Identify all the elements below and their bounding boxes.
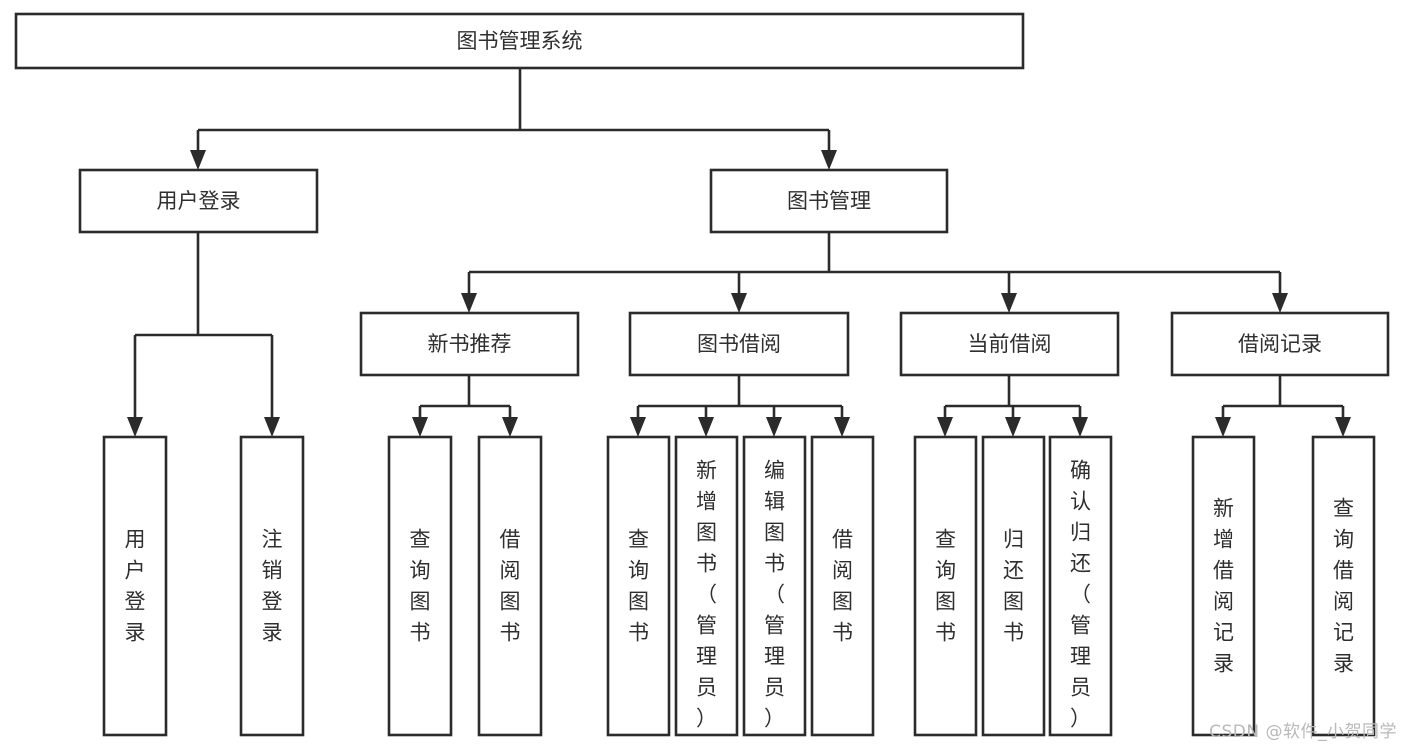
node-label: 查询图书 [935, 527, 956, 644]
node-leaf-query-book-2[interactable]: 查询图书 [606, 435, 671, 737]
arrow-head-icon [630, 417, 646, 437]
connector-group [937, 375, 1088, 437]
arrow-head-icon [1335, 417, 1351, 437]
node-leaf-borrow-book-1[interactable]: 借阅图书 [477, 435, 543, 737]
node-leaf-add-record[interactable]: 新增借阅记录 [1191, 435, 1256, 737]
node-label: 查询图书 [410, 527, 431, 644]
node-leaf-logout[interactable]: 注销登录 [239, 435, 305, 737]
node-root[interactable]: 图书管理系统 [14, 12, 1025, 70]
node-box [674, 435, 739, 737]
connector-layer [127, 68, 1351, 437]
node-leaf-edit-book[interactable]: 编辑图书（管理员） [742, 435, 807, 737]
arrow-head-icon [834, 417, 850, 437]
node-leaf-borrow-book-2[interactable]: 借阅图书 [810, 435, 875, 737]
node-label: 用户登录 [125, 527, 146, 644]
node-label: 图书管理系统 [457, 29, 583, 53]
node-box [810, 435, 875, 737]
node-leaf-query-record[interactable]: 查询借阅记录 [1311, 435, 1376, 737]
node-box [606, 435, 671, 737]
arrow-head-icon [412, 417, 428, 437]
node-leaf-user-login[interactable]: 用户登录 [102, 435, 168, 737]
node-leaf-add-book[interactable]: 新增图书（管理员） [674, 435, 739, 737]
node-box [628, 311, 850, 377]
node-box [1048, 435, 1113, 737]
node-label: 编辑图书（管理员） [764, 458, 785, 730]
node-new-book-rec[interactable]: 新书推荐 [359, 311, 580, 377]
node-box [742, 435, 807, 737]
node-box [78, 168, 319, 234]
node-box [1170, 311, 1390, 377]
node-book-borrow[interactable]: 图书借阅 [628, 311, 850, 377]
connector-group [190, 68, 837, 170]
arrow-head-icon [1005, 417, 1021, 437]
node-box [477, 435, 543, 737]
arrow-head-icon [698, 417, 714, 437]
arrow-head-icon [731, 293, 747, 313]
arrow-head-icon [127, 417, 143, 437]
node-label: 新增借阅记录 [1213, 496, 1234, 675]
arrow-head-icon [1001, 293, 1017, 313]
node-label: 新书推荐 [428, 332, 512, 356]
arrow-head-icon [937, 417, 953, 437]
node-box [387, 435, 453, 737]
node-current-borrow[interactable]: 当前借阅 [899, 311, 1120, 377]
arrow-head-icon [1072, 417, 1088, 437]
node-box [1311, 435, 1376, 737]
node-label: 借阅图书 [832, 527, 853, 644]
connector-group [127, 232, 280, 437]
node-user-login[interactable]: 用户登录 [78, 168, 319, 234]
arrow-head-icon [264, 417, 280, 437]
node-box [102, 435, 168, 737]
arrow-head-icon [1215, 417, 1231, 437]
connector-group [461, 232, 1288, 313]
node-label: 用户登录 [157, 189, 241, 213]
node-label: 查询图书 [628, 527, 649, 644]
node-box [239, 435, 305, 737]
node-leaf-return-book[interactable]: 归还图书 [981, 435, 1046, 737]
node-box [899, 311, 1120, 377]
arrow-head-icon [190, 150, 206, 170]
node-label: 确认归还（管理员） [1070, 458, 1091, 730]
node-label: 查询借阅记录 [1333, 496, 1354, 675]
connector-group [1215, 375, 1351, 437]
node-leaf-query-book-3[interactable]: 查询图书 [913, 435, 978, 737]
node-label: 新增图书（管理员） [696, 458, 717, 730]
arrow-head-icon [821, 150, 837, 170]
arrow-head-icon [461, 293, 477, 313]
node-leaf-query-book-1[interactable]: 查询图书 [387, 435, 453, 737]
node-book-manage[interactable]: 图书管理 [709, 168, 949, 234]
node-box [359, 311, 580, 377]
node-label: 借阅记录 [1238, 332, 1322, 356]
node-label: 图书借阅 [697, 332, 781, 356]
node-box [913, 435, 978, 737]
node-box [14, 12, 1025, 70]
node-box [981, 435, 1046, 737]
node-layer: 图书管理系统用户登录图书管理新书推荐图书借阅当前借阅借阅记录用户登录注销登录查询… [14, 12, 1390, 737]
node-borrow-record[interactable]: 借阅记录 [1170, 311, 1390, 377]
node-leaf-confirm-return[interactable]: 确认归还（管理员） [1048, 435, 1113, 737]
arrow-head-icon [766, 417, 782, 437]
connector-group [630, 375, 850, 437]
node-box [1191, 435, 1256, 737]
node-label: 当前借阅 [968, 332, 1052, 356]
connector-group [412, 375, 518, 437]
arrow-head-icon [502, 417, 518, 437]
node-label: 借阅图书 [500, 527, 521, 644]
node-label: 图书管理 [787, 189, 871, 213]
node-label: 归还图书 [1003, 527, 1024, 644]
arrow-head-icon [1272, 293, 1288, 313]
node-box [709, 168, 949, 234]
node-label: 注销登录 [262, 527, 283, 644]
watermark-text: CSDN @软件_小贺同学 [1209, 722, 1397, 742]
